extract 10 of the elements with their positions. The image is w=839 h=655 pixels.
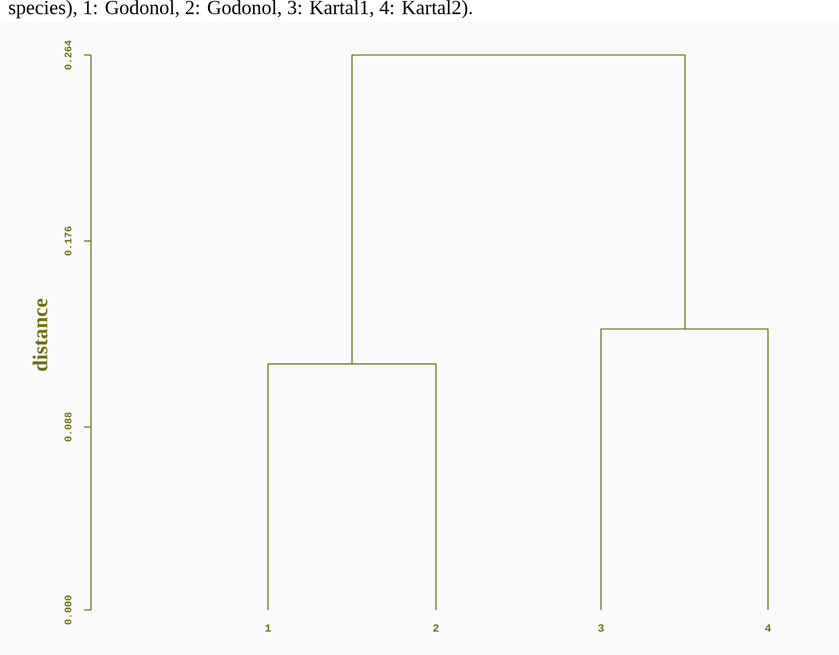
leaf-label: 2 [433, 624, 439, 632]
leaf-label: 4 [765, 624, 771, 632]
leaf-label: 3 [598, 624, 604, 632]
leaf-label: 1 [265, 624, 271, 632]
axis-title: distance [32, 298, 48, 371]
tick-label: 0.264 [64, 40, 72, 70]
caption: species), 1: Godonol, 2: Godonol, 3: Kartal1, 4: Kartal2). [9, 0, 472, 18]
tick-label: 0.000 [64, 596, 72, 624]
tick-label: 0.088 [64, 412, 72, 442]
tick-label: 0.176 [64, 226, 72, 256]
